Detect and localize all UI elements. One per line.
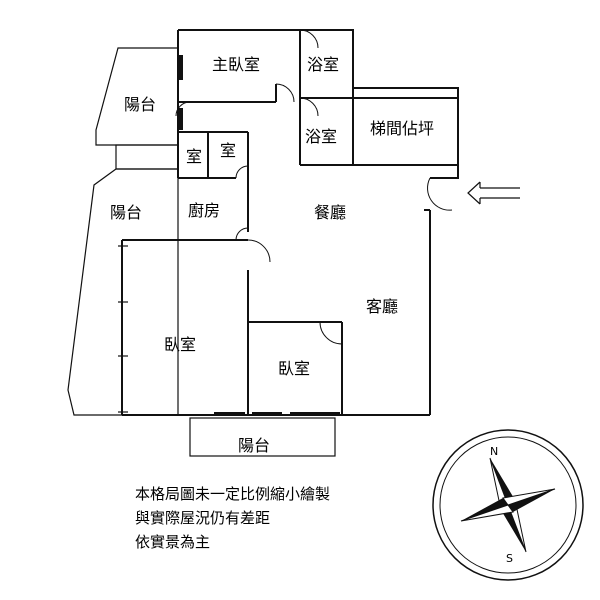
- room-label-closet-1: 室: [186, 147, 202, 166]
- room-label-living: 客廳: [366, 297, 398, 316]
- windows: [118, 55, 340, 416]
- room-label-balcony-s: 陽台: [238, 436, 270, 455]
- doors: [175, 29, 453, 345]
- disclaimer-line-3: 依實景為主: [135, 533, 211, 551]
- room-label-bathroom-1: 浴室: [307, 55, 339, 74]
- room-label-dining: 餐廳: [314, 203, 346, 222]
- room-label-bedroom-large: 臥室: [164, 335, 196, 354]
- room-label-balcony-w: 陽台: [110, 203, 142, 222]
- room-label-bathroom-2: 浴室: [305, 127, 337, 146]
- room-label-balcony-nw: 陽台: [124, 95, 156, 114]
- room-label-closet-2: 室: [220, 141, 236, 160]
- disclaimer-line-2: 與實際屋況仍有差距: [135, 509, 271, 527]
- walls: [67, 29, 459, 457]
- room-label-bedroom-small: 臥室: [278, 359, 310, 378]
- compass-icon: N S: [432, 429, 584, 581]
- left-arrow-icon: [467, 181, 520, 205]
- disclaimer-line-1: 本格局圖未一定比例縮小繪製: [135, 485, 331, 503]
- room-label-stair-estimate: 梯間佔坪: [370, 119, 434, 138]
- room-label-master-bedroom: 主臥室: [212, 55, 260, 74]
- compass-south: S: [506, 552, 513, 565]
- compass-north: N: [490, 445, 498, 458]
- room-label-kitchen: 廚房: [188, 201, 220, 220]
